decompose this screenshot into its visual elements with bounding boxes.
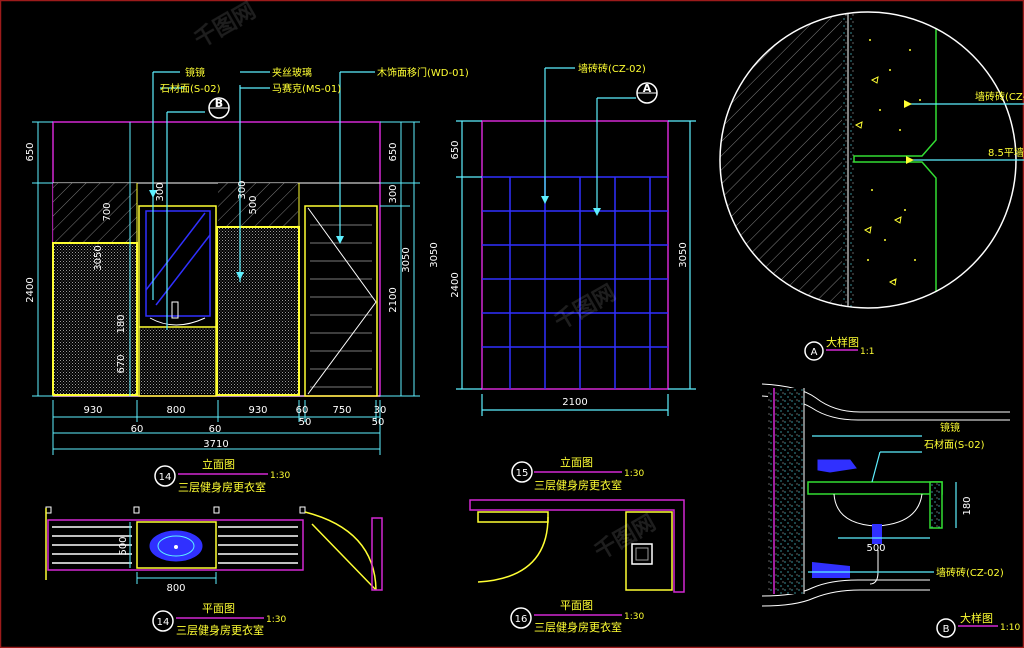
svg-text:3050: 3050 [93,245,104,270]
plan-16 [469,499,685,593]
svg-text:650: 650 [388,142,399,161]
svg-text:30: 30 [374,405,387,416]
note-mosaic: 马赛克(MS-01) [272,82,341,95]
svg-text:50: 50 [372,417,385,428]
note-tile-mid: 墙砖砖(CZ-02) [578,62,646,75]
title-16-plan: 16 平面图 1:30 三层健身房更衣室 [510,599,644,634]
elevation-15 [456,67,696,416]
callout-a-letter: A [643,82,652,95]
svg-text:1:1: 1:1 [860,347,874,357]
svg-text:15: 15 [516,468,529,479]
title-14-elevation: 14 立面图 1:30 三层健身房更衣室 [154,457,290,494]
title-a-detail: A 大样图 1:1 [804,335,874,361]
svg-text:2100: 2100 [562,397,587,408]
note-stone-counter: 石材面(S-02) [160,82,221,95]
svg-text:平面图: 平面图 [202,602,235,615]
svg-text:500: 500 [118,536,129,555]
callout-b-tag: B [208,97,230,119]
title-14-plan: 14 平面图 1:30 三层健身房更衣室 [152,602,286,637]
svg-text:60: 60 [209,424,222,435]
svg-text:1:30: 1:30 [624,612,644,622]
note-door: 木饰面移门(WD-01) [377,66,469,79]
svg-text:三层健身房更衣室: 三层健身房更衣室 [534,620,622,634]
svg-text:大样图: 大样图 [960,611,993,625]
detail-b [761,383,1010,607]
svg-text:1:30: 1:30 [266,615,286,625]
detail-b-labels: 镜镜 石材面(S-02) 墙砖砖(CZ-02) 180 500 [866,421,1003,579]
note-b-stone: 石材面(S-02) [924,438,985,451]
elevation-15-dims: 650 3050 2400 3050 2100 [429,140,689,408]
plan-14 [45,506,383,591]
note-seal-right: 8.5平墙 [988,146,1024,159]
svg-text:650: 650 [450,140,461,159]
svg-text:750: 750 [332,405,351,416]
detail-a-labels: 墙砖砖(CZ-0 8.5平墙 [975,90,1024,159]
svg-text:1:10: 1:10 [1000,623,1020,633]
svg-text:千图网: 千图网 [551,281,621,336]
svg-text:800: 800 [166,583,185,594]
elevation-14-labels: 镜镜 石材面(S-02) 夹丝玻璃 马赛克(MS-01) 木饰面移门(WD-01… [160,66,469,95]
svg-text:3050: 3050 [429,242,440,267]
callout-b-letter: B [215,97,223,110]
svg-text:2400: 2400 [25,277,36,302]
svg-text:平面图: 平面图 [560,599,593,612]
svg-text:大样图: 大样图 [826,335,859,349]
svg-text:300: 300 [237,180,248,199]
svg-text:3050: 3050 [678,242,689,267]
svg-text:930: 930 [83,405,102,416]
svg-text:A: A [811,347,818,358]
svg-text:800: 800 [166,405,185,416]
note-b-mirror: 镜镜 [940,421,960,434]
svg-text:300: 300 [155,182,166,201]
svg-text:1:30: 1:30 [624,469,644,479]
svg-text:930: 930 [248,405,267,416]
detail-a [719,11,1024,309]
note-cabinet-glass: 夹丝玻璃 [272,66,312,79]
svg-text:B: B [943,624,950,635]
svg-text:三层健身房更衣室: 三层健身房更衣室 [534,478,622,492]
title-b-detail: B 大样图 1:10 [936,611,1020,638]
svg-text:三层健身房更衣室: 三层健身房更衣室 [176,623,264,637]
svg-text:300: 300 [388,184,399,203]
svg-text:1:30: 1:30 [270,471,290,481]
title-15-elevation: 15 立面图 1:30 三层健身房更衣室 [511,455,644,492]
svg-text:60: 60 [131,424,144,435]
svg-text:立面图: 立面图 [560,455,593,469]
note-tile-right: 墙砖砖(CZ-0 [975,90,1024,103]
svg-text:14: 14 [159,472,172,483]
svg-text:16: 16 [515,614,528,625]
svg-text:500: 500 [248,195,259,214]
svg-text:3050: 3050 [401,247,412,272]
elevation-14-dims: 650 2400 300 700 3050 180 670 300 500 65… [25,142,412,450]
callout-a-tag-elev: A [636,82,658,104]
svg-text:60: 60 [296,405,309,416]
svg-text:670: 670 [116,354,127,373]
svg-text:50: 50 [299,417,312,428]
elevation-14 [32,71,420,455]
svg-text:2400: 2400 [450,272,461,297]
plan-14-dims: 800 500 [118,536,186,594]
elevation-15-labels: 墙砖砖(CZ-02) [578,62,646,75]
svg-text:180: 180 [962,496,973,515]
svg-text:500: 500 [866,543,885,554]
svg-text:千图网: 千图网 [191,0,261,53]
svg-text:14: 14 [157,617,170,628]
svg-text:3710: 3710 [203,439,228,450]
svg-text:三层健身房更衣室: 三层健身房更衣室 [178,480,266,494]
note-mirror: 镜镜 [185,66,205,79]
svg-text:2100: 2100 [388,287,399,312]
svg-text:立面图: 立面图 [202,457,235,471]
note-b-tile: 墙砖砖(CZ-02) [936,566,1004,579]
svg-text:700: 700 [102,202,113,221]
svg-text:650: 650 [25,142,36,161]
svg-text:180: 180 [116,314,127,333]
